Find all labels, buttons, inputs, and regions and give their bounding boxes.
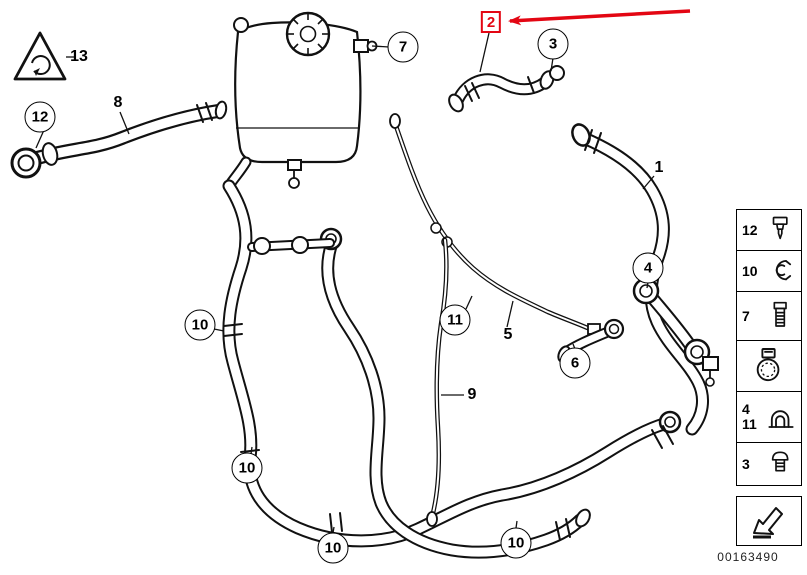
legend-number: 10 [742, 262, 758, 279]
callout-2-highlighted[interactable]: 2 [480, 11, 502, 33]
callout-13[interactable]: 13 [70, 48, 88, 65]
hose-4 [632, 277, 719, 387]
leader-lines [35, 32, 655, 534]
hose-8 [10, 100, 228, 179]
holder-clip-icon [768, 410, 794, 428]
legend-row-10[interactable]: 10 [736, 250, 802, 292]
branch-connector [247, 236, 335, 255]
legend-row-12[interactable]: 12 [736, 209, 802, 251]
callout-12[interactable]: 12 [24, 101, 56, 133]
sealing-plug-icon [771, 451, 789, 472]
highlight-arrow [508, 9, 691, 26]
legend-row-3[interactable]: 3 [736, 442, 802, 486]
warning-triangle-icon [13, 31, 67, 81]
callout-6[interactable]: 6 [559, 347, 591, 379]
legend-row-7[interactable]: 7 [736, 291, 802, 341]
hose-clamp-icon [756, 348, 780, 382]
legend-number: 12 [742, 221, 758, 238]
callout-10-bottom-right[interactable]: 10 [500, 527, 532, 559]
direction-arrow-icon [753, 507, 783, 539]
callout-9[interactable]: 9 [467, 386, 477, 403]
hose-clip-icon [775, 260, 792, 281]
legend-number: 7 [742, 307, 750, 324]
vent-pipe-5 [389, 113, 601, 335]
temp-sensor-icon [772, 216, 788, 240]
callout-11[interactable]: 11 [439, 304, 471, 336]
callout-10-bottom-left[interactable]: 10 [231, 452, 263, 484]
hose-2-3 [448, 65, 565, 113]
callout-10-bottom-center[interactable]: 10 [317, 532, 349, 564]
callout-1[interactable]: 1 [654, 159, 664, 176]
expansion-tank [233, 11, 378, 189]
legend-number: 11 [742, 416, 757, 432]
legend-row-4-11[interactable]: 4 11 [736, 391, 802, 443]
callout-10-left[interactable]: 10 [184, 309, 216, 341]
legend-number: 4 [742, 401, 750, 417]
legend-direction-box [736, 496, 802, 546]
callout-3[interactable]: 3 [537, 28, 569, 60]
callout-4[interactable]: 4 [632, 252, 664, 284]
callout-5[interactable]: 5 [503, 326, 513, 343]
legend-number: 3 [742, 455, 750, 472]
diagram-id: 00163490 [717, 550, 779, 564]
callout-7[interactable]: 7 [387, 31, 419, 63]
screw-plug-icon [773, 301, 787, 327]
callout-8[interactable]: 8 [113, 94, 123, 111]
hose-10-left-loop [222, 179, 682, 548]
vent-pipe-9 [426, 237, 449, 527]
parts-legend: 12 10 7 [736, 209, 802, 546]
legend-row-clamp[interactable] [736, 340, 802, 392]
